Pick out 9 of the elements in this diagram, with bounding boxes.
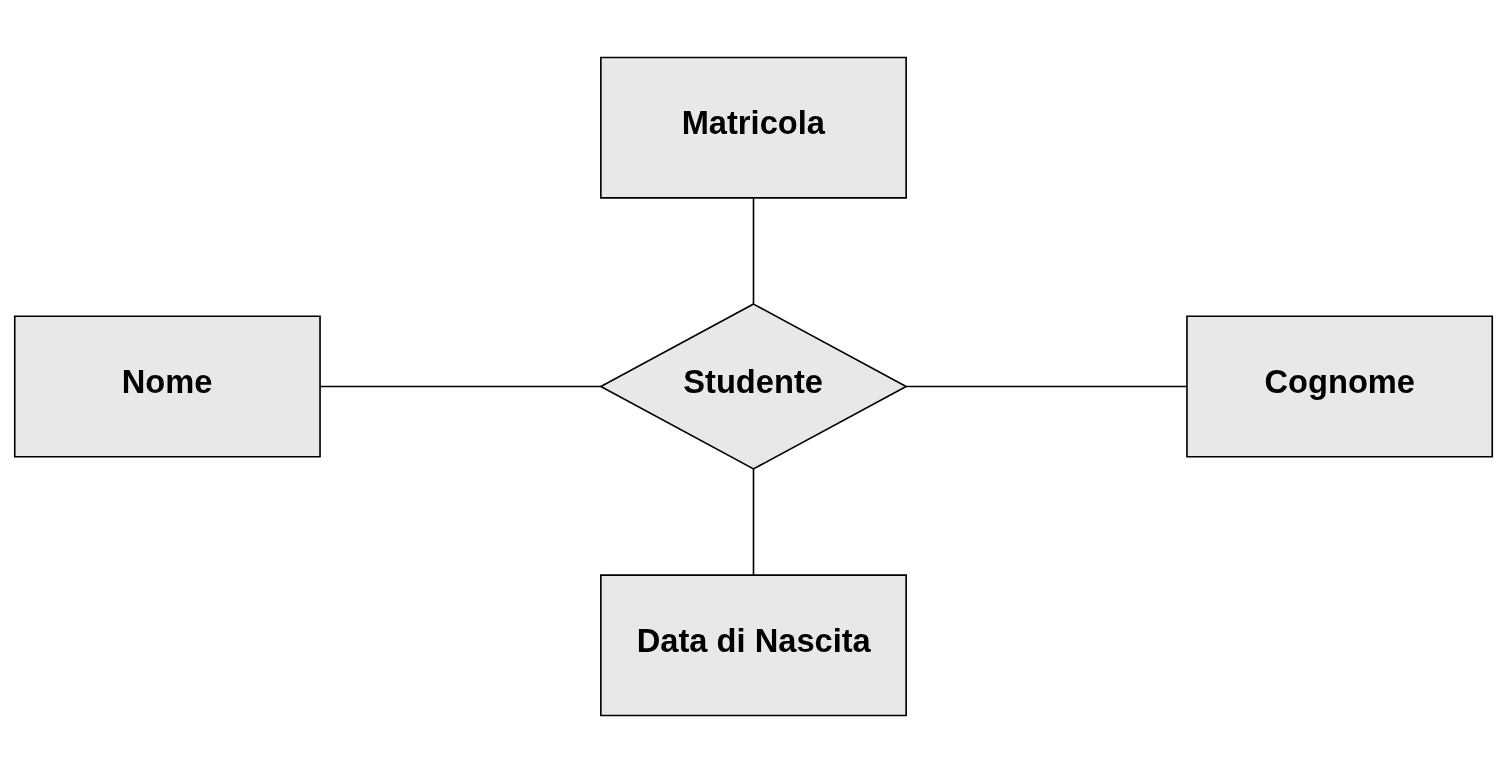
connector — [752, 197, 755, 305]
node-box: Matricola — [600, 56, 907, 199]
connector — [752, 468, 755, 576]
node-box: Cognome — [1186, 315, 1494, 458]
connector — [319, 385, 602, 388]
node-box: Nome — [13, 315, 321, 458]
node-box: Data di Nascita — [600, 574, 907, 717]
connector — [905, 385, 1188, 388]
node-diamond: Studente — [599, 303, 908, 470]
